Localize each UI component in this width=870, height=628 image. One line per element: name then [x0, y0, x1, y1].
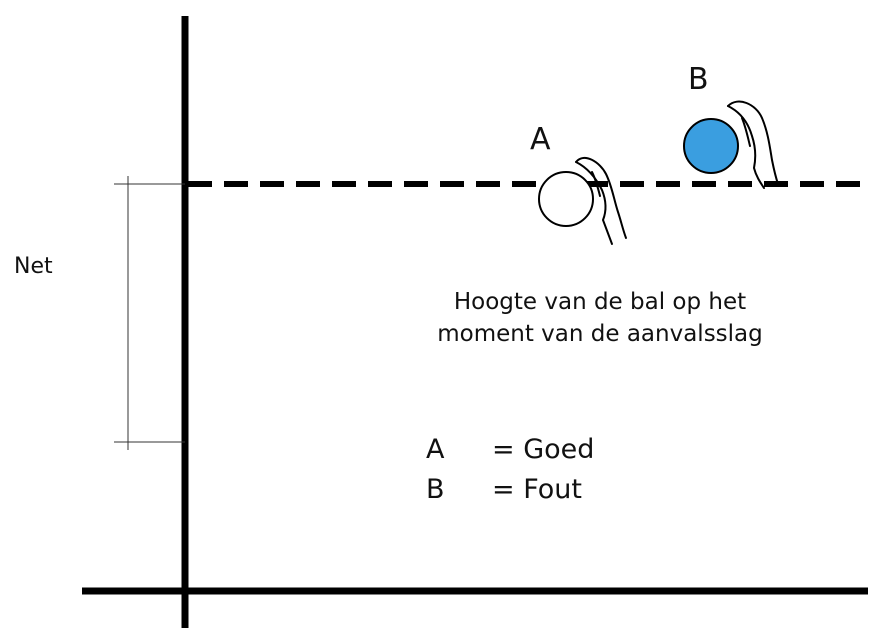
diagram-caption: Hoogte van de bal op het moment van de a…	[380, 286, 820, 350]
ball-a-label: A	[530, 122, 551, 157]
legend-key-b: B	[426, 474, 445, 505]
hand-a-icon	[575, 156, 627, 245]
caption-line-1: Hoogte van de bal op het	[453, 289, 747, 315]
net-label: Net	[14, 254, 53, 279]
legend-key-a: A	[426, 434, 445, 465]
ball-a	[538, 171, 594, 227]
legend-value-b: = Fout	[492, 474, 582, 505]
hand-b-icon	[727, 100, 779, 189]
ball-b-label: B	[688, 62, 709, 97]
legend: A = Goed B = Fout	[426, 430, 594, 510]
net-height-bracket	[114, 176, 185, 450]
caption-line-2: moment van de aanvalsslag	[437, 321, 763, 347]
legend-value-a: = Goed	[492, 434, 595, 465]
legend-row-b: B = Fout	[426, 470, 594, 510]
legend-row-a: A = Goed	[426, 430, 594, 470]
ball-b	[683, 118, 739, 174]
